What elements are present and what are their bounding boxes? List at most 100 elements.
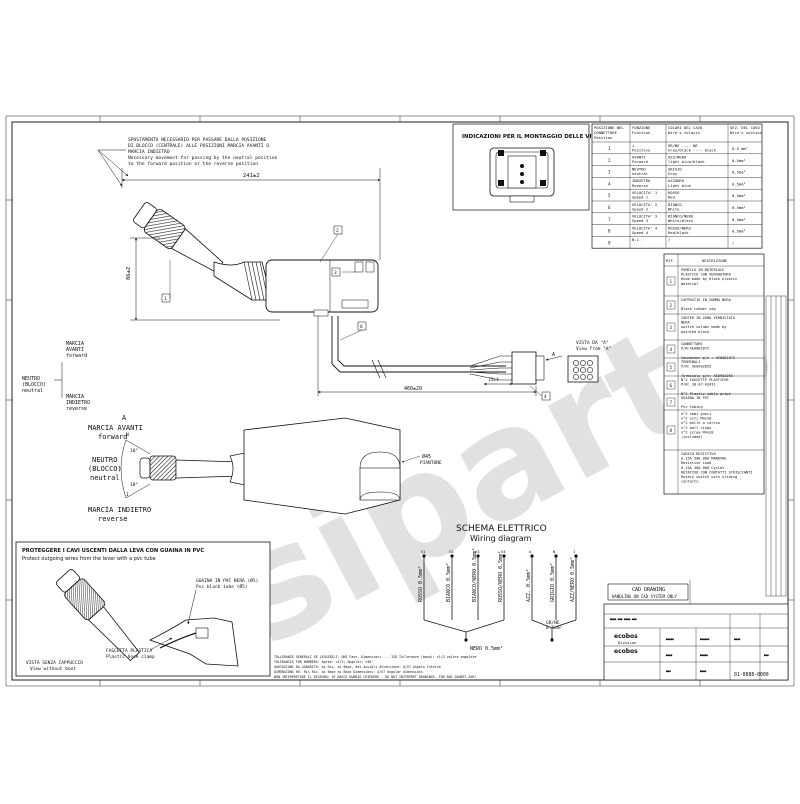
dim-small-label: 15±1 (488, 377, 499, 383)
svg-text:6: 6 (360, 324, 363, 330)
parts-header-desc: DESCRIZIONE (702, 258, 728, 263)
wire-row-function: Positive (632, 147, 651, 152)
pos-left-reverse-3: reverse (66, 406, 87, 412)
company-logo: ecobos (614, 633, 638, 640)
wire-row-colour: light blue/black (668, 159, 705, 164)
wiring-diagram: SCHEMA ELETTRICO Wiring diagram V1ROSSO … (418, 524, 578, 652)
parts-row-line: (included) (681, 435, 703, 439)
wire-row-colour: GRIGIO (668, 166, 682, 171)
wire-row-function: VELOCITA' 1 (632, 190, 658, 195)
pos-left-reverse-2: INDIETRO (66, 400, 90, 406)
parts-row-line: PLASTICO CON VERGHATURA (681, 273, 732, 277)
wire-row-section: 0.5mm² (732, 170, 746, 175)
wire-row-section: 0.5mm² (732, 193, 746, 198)
svg-text:NEUTRO: NEUTRO (92, 456, 117, 464)
pos-left-neutral-1: NEUTRO (22, 376, 40, 382)
svg-text:(BLOCCO): (BLOCCO) (88, 465, 122, 473)
parts-row-line: switch column made by (681, 325, 727, 329)
pos-left-forward-1: MARCIA (66, 341, 84, 347)
wire-label: ROSSO/NERO 0.5mm² (498, 551, 504, 602)
parts-row-ref: 7 (670, 400, 673, 405)
wire-row-section: 0.5mm² (732, 158, 746, 163)
parts-row-line: contacts. (681, 480, 700, 484)
wire-row-colour: GR/NE ---- NE (668, 143, 698, 148)
wire-row-pos: 8 (608, 229, 611, 234)
wire-table-header: COLORI DEL CAVO (668, 125, 703, 130)
wire-table-header: Wire's section (730, 130, 762, 135)
wire-terminal-label: V2 (449, 549, 454, 554)
pos-i: I (126, 492, 129, 498)
wire-row-section: 0.5 mm² (732, 146, 748, 151)
drawing-number: 01-0888-0000 (734, 672, 769, 678)
parts-row-line: P/N: 30-07-03431 (681, 383, 716, 387)
parts-row-line: 0.15A 300.000 MANOVRE (681, 457, 726, 461)
svg-text:3: 3 (334, 270, 337, 276)
wire-row-function: Speed 3 (632, 218, 648, 223)
wire-row-pos: 5 (608, 193, 611, 198)
wire-label: BIANCO 0.5mm² (446, 563, 452, 602)
wire-row-function: neutral (632, 171, 648, 176)
wire-table-header: Wire's colours (668, 130, 700, 135)
wire-row-function: INDIETRO (632, 178, 651, 183)
wire-row-pos: 7 (608, 217, 611, 222)
parts-row-ref: 4 (670, 347, 673, 352)
wire-row-section: 0.5mm² (732, 205, 746, 210)
wire-row-colour: ROSSO (668, 190, 680, 195)
parts-row-ref: 2 (670, 303, 673, 308)
detail-clamp-2: Plastic hose clamp (106, 654, 155, 660)
parts-row-ref: 1 (670, 279, 673, 284)
wire-terminal (554, 554, 558, 558)
svg-text:■■■■■■: ■■■■■■ (700, 638, 710, 641)
dimension-cable (317, 316, 537, 396)
parts-row-line: Rotary switch with sliding (681, 475, 737, 479)
wire-terminal (502, 554, 506, 558)
positions-mid: A MARCIA AVANTI forward NEUTRO (BLOCCO) … (88, 414, 151, 523)
wire-row-function: NEUTRO (632, 166, 646, 171)
detail-view-1: VISTA SENZA CAPPUCCIO (26, 660, 83, 666)
detail-title: PROTEGGERE I CAVI USCENTI DALLA LEVA CON… (22, 548, 204, 554)
parts-row-line: Black rubber cap (681, 307, 716, 311)
wire-row-function: VELOCITA' 4 (632, 225, 658, 230)
screw-mounting-panel: INDICAZIONI PER IL MONTAGGIO DELLE VITI (452, 123, 597, 211)
wire-row-function: Forward (632, 159, 648, 164)
wire-row-colour: BIANCO/NERO (668, 214, 694, 219)
dim-diameter-sub: PIANTONE (420, 460, 442, 466)
revision-strip (765, 295, 787, 597)
wire-row-colour: AZZ/NERO (668, 155, 687, 160)
wire-row-section: 0.5mm² (732, 229, 746, 234)
detail-clamp-1: FASCETTA PLASTICA (106, 648, 152, 654)
parts-row-line: Knob made by black plastic (681, 277, 737, 281)
parts-row-line: n°2 screw M4x20 (681, 430, 713, 434)
svg-text:■■■■: ■■■■ (700, 670, 707, 673)
wire-terminal (574, 554, 578, 558)
svg-text:reverse: reverse (98, 515, 128, 523)
wire-row-colour: / (668, 237, 670, 242)
wire-row-function: AVANTI (632, 155, 646, 160)
cad-line-2: HANDLING ON CAD SYSTEM ONLY (612, 594, 678, 599)
pos-left-neutral-2: (BLOCCO) (22, 382, 46, 388)
parts-row-line: POMELLO IN MATERIALE (681, 268, 724, 272)
wire-table-header: Function (632, 130, 650, 135)
wire-row-function: Speed 1 (632, 195, 649, 200)
parts-row-line: ROTATIVO CON CONTATTI STRISCIANTI (681, 470, 752, 474)
parts-row-line: n°2 ball rings (681, 426, 711, 430)
parts-row-line: TERMINALI (681, 360, 700, 364)
wire-common-left: NERO 0.5mm² (470, 646, 503, 652)
svg-text:MARCIA INDIETRO: MARCIA INDIETRO (88, 506, 151, 514)
parts-row-line: CAPPUCCIO IN GOMMA NERA (681, 298, 732, 302)
wire-common-right-2: 0.5mm² (546, 625, 562, 631)
wire-row-pos: 1 (608, 146, 611, 151)
parts-row-line: GUAINA IN PVC (681, 396, 709, 400)
svg-text:A: A (122, 414, 127, 422)
parts-row-line: n°2 semi gusci (681, 412, 711, 416)
parts-row-line: N°2 FASCETTE PLASTICHE (681, 378, 729, 382)
title-block: ecobos ecobos Division 01-0888-0000 ■■■■… (603, 580, 789, 681)
wiring-title: SCHEMA ELETTRICO (456, 524, 547, 534)
svg-text:neutral: neutral (90, 474, 120, 482)
dim-width-label: 241±2 (243, 173, 260, 179)
angle-up: 10° (130, 448, 138, 454)
detail-subtitle: Protect outgoing wires from the lever wi… (22, 556, 156, 562)
parts-row-line: CONNETTORE (681, 342, 703, 346)
balloon-1: 1 (161, 293, 171, 303)
